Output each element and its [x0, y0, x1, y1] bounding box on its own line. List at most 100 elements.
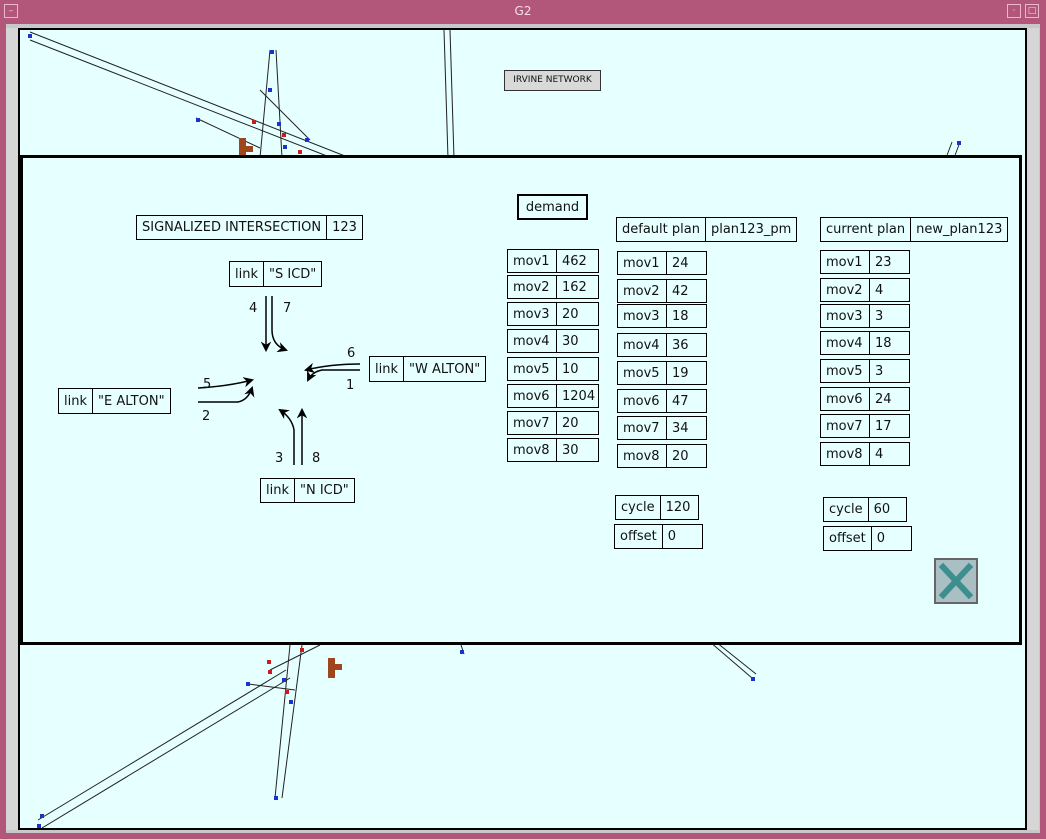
demand-row-mov7[interactable]: mov7 20 — [507, 411, 599, 435]
movement-value: 47 — [666, 390, 706, 412]
default-plan-label: default plan — [622, 222, 700, 237]
movement-value: 34 — [666, 417, 706, 439]
close-button[interactable] — [934, 558, 978, 604]
movement-label: mov6 — [826, 391, 863, 407]
movement-value: 162 — [556, 276, 598, 298]
arrow-5 — [197, 377, 255, 389]
movement-label: mov8 — [623, 448, 660, 464]
movement-label: mov1 — [513, 253, 550, 269]
demand-row-mov5[interactable]: mov5 10 — [507, 357, 599, 381]
intersection-panel — [20, 155, 1022, 645]
movement-value: 24 — [869, 388, 909, 410]
default-cycle[interactable]: cycle 120 — [615, 495, 699, 520]
movement-value: 3 — [869, 360, 909, 382]
movement-label: mov3 — [826, 308, 863, 324]
current-plan-row-mov7[interactable]: mov7 17 — [820, 414, 910, 438]
current-plan-row-mov5[interactable]: mov5 3 — [820, 359, 910, 383]
default-offset-label: offset — [620, 529, 657, 544]
maximize-icon[interactable]: □ — [1025, 4, 1039, 18]
minimize-icon[interactable]: · — [1007, 4, 1021, 18]
arrow-3 — [278, 408, 295, 465]
movement-label: mov7 — [513, 415, 550, 431]
default-offset[interactable]: offset 0 — [614, 524, 703, 549]
movement-value: 19 — [666, 362, 706, 384]
link-east[interactable]: link "W ALTON" — [369, 356, 487, 382]
default-plan-name: plan123_pm — [704, 218, 796, 241]
intersection-id: 123 — [326, 216, 362, 239]
link-east-label: link — [375, 361, 398, 377]
movement-label: mov4 — [513, 333, 550, 349]
current-cycle[interactable]: cycle 60 — [823, 497, 907, 522]
link-north[interactable]: link "S ICD" — [229, 261, 323, 287]
current-offset-label: offset — [829, 531, 866, 546]
movement-value: 24 — [666, 252, 706, 274]
link-west[interactable]: link "E ALTON" — [58, 388, 171, 414]
movement-number-3: 3 — [275, 451, 284, 466]
movement-label: mov8 — [513, 442, 550, 458]
arrow-7 — [271, 296, 288, 353]
current-plan-label: current plan — [826, 222, 906, 237]
movement-label: mov5 — [513, 361, 550, 377]
window-menu-icon[interactable]: – — [4, 4, 18, 18]
movement-value: 4 — [869, 279, 909, 301]
demand-button[interactable]: demand — [517, 194, 588, 220]
window-titlebar[interactable]: – G2 · □ — [0, 0, 1046, 24]
current-plan-row-mov2[interactable]: mov2 4 — [820, 278, 910, 302]
right-scrollbar[interactable] — [1027, 28, 1039, 830]
movement-value: 23 — [869, 251, 909, 273]
arrow-2 — [198, 386, 255, 403]
current-cycle-value: 60 — [867, 498, 906, 521]
default-plan-row-mov6[interactable]: mov6 47 — [617, 389, 707, 413]
movement-value: 17 — [869, 415, 909, 437]
default-plan-header[interactable]: default plan plan123_pm — [616, 217, 798, 242]
default-plan-row-mov5[interactable]: mov5 19 — [617, 361, 707, 385]
movement-number-4: 4 — [249, 301, 258, 316]
movement-label: mov5 — [826, 363, 863, 379]
movement-label: mov6 — [513, 388, 550, 404]
movement-label: mov5 — [623, 365, 660, 381]
movement-value: 30 — [556, 439, 598, 461]
current-plan-header[interactable]: current plan new_plan123 — [820, 217, 1009, 242]
movement-value: 10 — [556, 358, 598, 380]
movement-number-7: 7 — [283, 301, 292, 316]
network-map — [28, 30, 961, 828]
movement-value: 20 — [666, 445, 706, 467]
movement-label: mov4 — [623, 337, 660, 353]
current-offset[interactable]: offset 0 — [823, 526, 912, 551]
current-plan-row-mov3[interactable]: mov3 3 — [820, 304, 910, 328]
demand-row-mov8[interactable]: mov8 30 — [507, 438, 599, 462]
link-south[interactable]: link "N ICD" — [260, 478, 355, 503]
demand-row-mov6[interactable]: mov6 1204 — [507, 384, 599, 408]
movement-number-1: 1 — [346, 378, 355, 393]
link-north-label: link — [235, 266, 258, 282]
link-west-label: link — [64, 393, 87, 409]
movement-label: mov3 — [623, 308, 660, 324]
movement-label: mov7 — [826, 418, 863, 434]
current-offset-value: 0 — [870, 527, 911, 550]
movement-arrows — [197, 296, 361, 465]
network-label[interactable]: IRVINE NETWORK — [504, 70, 601, 91]
intersection-title-label: SIGNALIZED INTERSECTION — [142, 220, 322, 235]
movement-value: 3 — [869, 305, 909, 327]
movement-label: mov2 — [826, 282, 863, 298]
arrow-1 — [307, 369, 360, 382]
movement-value: 1204 — [556, 385, 598, 407]
movement-value: 20 — [556, 412, 598, 434]
arrow-6 — [303, 362, 361, 374]
movement-value: 42 — [666, 280, 706, 302]
movement-label: mov6 — [623, 393, 660, 409]
default-plan-row-mov8[interactable]: mov8 20 — [617, 444, 707, 468]
current-plan-row-mov6[interactable]: mov6 24 — [820, 387, 910, 411]
